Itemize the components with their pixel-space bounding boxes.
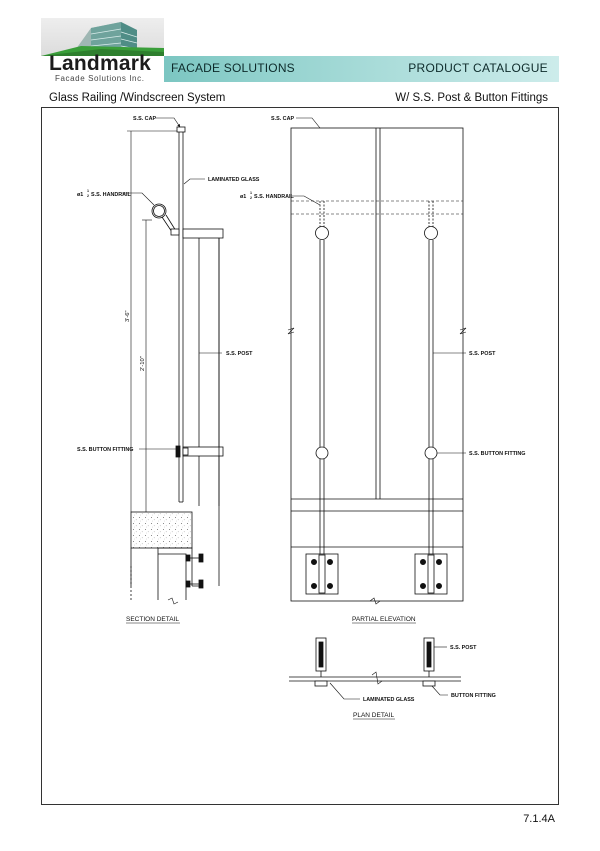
handrail-elev-frac-den: 2 (250, 196, 252, 200)
elevation-post-right (414, 201, 448, 595)
plan-post-right (422, 637, 436, 687)
caption-plan-detail: PLAN DETAIL (353, 712, 394, 719)
section-glass-panel (178, 131, 184, 503)
section-dimensions (127, 130, 177, 512)
building-icon (41, 22, 164, 56)
system-title: Glass Railing /Windscreen System (49, 92, 226, 104)
handrail-elev-frac-num: 1 (250, 191, 252, 195)
plan-detail (289, 637, 461, 687)
page-number: 7.1.4A (523, 813, 555, 825)
caption-section-detail: SECTION DETAIL (126, 616, 179, 623)
section-steel-channel (157, 547, 204, 600)
caption-partial-elevation: PARTIAL ELEVATION (352, 616, 416, 623)
label-ss-post-elevation: S.S. POST (469, 351, 496, 357)
brand-name: Landmark (49, 52, 151, 75)
label-ss-cap-section: S.S. CAP (133, 116, 156, 122)
header-left-title: FACADE SOLUTIONS (171, 61, 295, 75)
label-button-fitting-elevation: S.S. BUTTON FITTING (469, 451, 526, 457)
section-handrail (151, 203, 180, 236)
system-subtitle: W/ S.S. Post & Button Fittings (395, 92, 548, 104)
brand-subtitle: Facade Solutions Inc. (55, 74, 145, 83)
label-laminated-glass-plan: LAMINATED GLASS (363, 697, 415, 703)
handrail-section-prefix: ø1 (77, 192, 83, 198)
header-right-title: PRODUCT CATALOGUE (408, 61, 548, 75)
section-button-fitting (175, 445, 189, 458)
dim-partial-height: 2'-10" (140, 356, 146, 371)
label-ss-post-section: S.S. POST (226, 351, 253, 357)
label-button-fitting-section: S.S. BUTTON FITTING (77, 447, 134, 453)
captions: SECTION DETAIL PARTIAL ELEVATION PLAN DE… (126, 616, 416, 720)
section-slab (130, 511, 193, 600)
label-button-fitting-plan: BUTTON FITTING (451, 693, 496, 699)
label-ss-post-plan: S.S. POST (450, 645, 477, 651)
section-detail (127, 126, 224, 605)
company-logo: Landmark Facade Solutions Inc. (41, 18, 164, 83)
label-laminated-glass-section: LAMINATED GLASS (208, 177, 260, 183)
handrail-section-suffix: S.S. HANDRAIL (91, 192, 132, 198)
drawing-frame (41, 107, 559, 805)
plan-post-left (314, 637, 328, 687)
partial-elevation (287, 127, 467, 605)
handrail-section-frac-den: 2 (87, 194, 89, 198)
elevation-post-left (305, 201, 339, 595)
label-handrail-elevation: ø1 1 2 S.S. HANDRAIL (240, 191, 295, 200)
dim-total-height: 3'-6" (125, 310, 131, 322)
elevation-handrail (291, 200, 463, 215)
handrail-elev-suffix: S.S. HANDRAIL (254, 194, 295, 200)
label-handrail-section: ø1 1 2 S.S. HANDRAIL (77, 189, 132, 198)
handrail-elev-prefix: ø1 (240, 194, 246, 200)
label-ss-cap-elevation: S.S. CAP (271, 116, 294, 122)
section-ss-cap (176, 126, 186, 133)
handrail-section-frac-num: 1 (87, 189, 89, 193)
logo-building-graphic (41, 18, 164, 56)
elevation-outline (290, 127, 464, 602)
